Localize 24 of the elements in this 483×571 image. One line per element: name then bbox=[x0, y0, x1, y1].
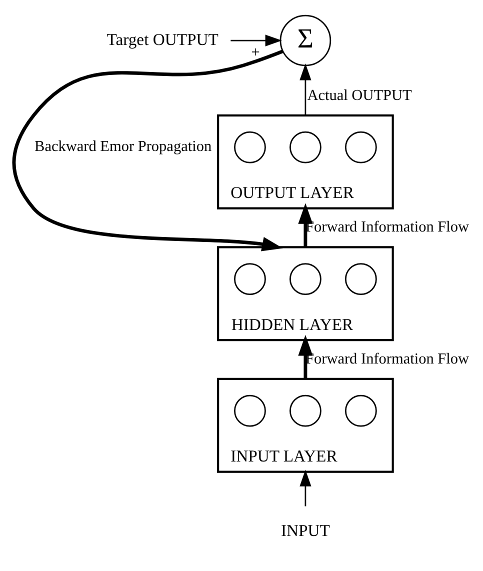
cluster: HIDDEN LAYER bbox=[217, 246, 394, 341]
node-circle bbox=[344, 394, 377, 426]
node-text: Target OUTPUT bbox=[106, 29, 218, 48]
cluster: INPUT LAYER bbox=[217, 377, 394, 472]
node-text: INPUT bbox=[280, 520, 330, 540]
node-circle bbox=[234, 130, 266, 163]
arrow bbox=[230, 34, 282, 46]
arrow bbox=[300, 469, 312, 506]
arrow bbox=[300, 63, 312, 115]
node-circle bbox=[290, 130, 322, 163]
edge-label: Actual OUTPUT bbox=[307, 86, 412, 104]
edge-label: + bbox=[251, 43, 260, 60]
node-circle bbox=[290, 394, 322, 426]
node-circle bbox=[344, 130, 377, 163]
node-circle bbox=[344, 262, 377, 295]
node-circle bbox=[290, 262, 322, 295]
edge-label: Backward Emor Propagation bbox=[34, 138, 212, 155]
node-circle: Σ bbox=[280, 14, 332, 66]
arrow bbox=[12, 49, 284, 251]
node-circle bbox=[234, 262, 266, 295]
arrow bbox=[298, 202, 313, 247]
cluster: OUTPUT LAYER bbox=[217, 114, 394, 209]
arrow bbox=[298, 334, 313, 378]
node-circle bbox=[234, 394, 266, 426]
